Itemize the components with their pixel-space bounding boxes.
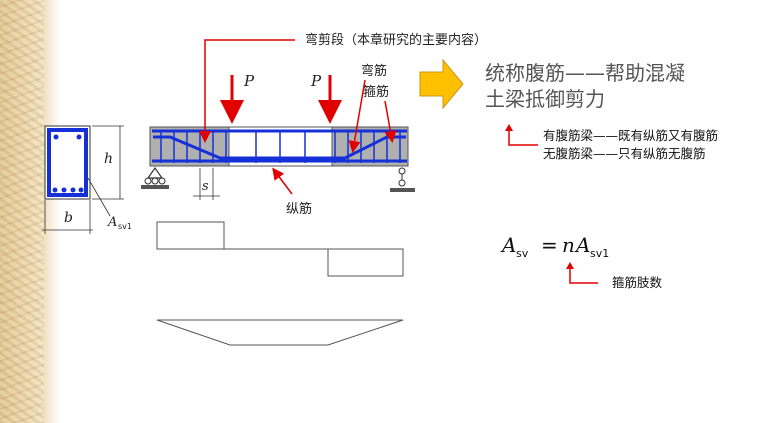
formula-lhs-main: A: [500, 233, 516, 257]
formula-caption: 箍筋肢数: [612, 275, 663, 290]
longitudinal-pointer: [272, 167, 293, 195]
bending-moment-diagram: [156, 319, 404, 346]
parchment-border: [0, 0, 44, 423]
asv1-label-sub: sv1: [118, 222, 132, 231]
summary-line-2: 土梁抵御剪力: [485, 87, 605, 111]
stirrup-section: [47, 128, 88, 197]
parchment-fade: [44, 0, 60, 423]
bent-bar-pointer: [348, 79, 366, 153]
shear-segment-label: 弯剪段（本章研究的主要内容）: [305, 32, 487, 48]
note-with-web: 有腹筋梁——既有纵筋又有腹筋: [543, 128, 718, 143]
callout-arrow: [419, 58, 464, 110]
formula-lhs-sub: sv: [516, 247, 529, 260]
stirrup-label: 箍筋: [363, 84, 389, 100]
shear-force-diagram: [156, 221, 404, 277]
shear-segment-pointer: [199, 39, 295, 143]
cross-section: [42, 125, 124, 234]
formula-rhs-n: n: [562, 233, 575, 257]
formula: A sv = n A sv1: [500, 233, 609, 260]
width-label: b: [64, 210, 73, 226]
formula-bracket: [569, 266, 598, 284]
formula-rhs-main: A: [574, 233, 590, 257]
summary-line-1: 统称腹筋——帮助混凝: [485, 61, 685, 85]
asv1-label-main: A: [107, 215, 117, 230]
bent-bar-label: 弯筋: [361, 63, 387, 79]
note-without-web: 无腹筋梁——只有纵筋无腹筋: [543, 146, 706, 161]
load-label-right: P: [310, 72, 322, 90]
longitudinal-label: 纵筋: [286, 201, 312, 217]
spacing-label: s: [202, 179, 209, 194]
stirrup-pointer: [384, 100, 397, 143]
formula-equals: =: [541, 233, 558, 257]
stirrups: [160, 130, 401, 163]
beam-elevation: [141, 126, 415, 200]
height-label: h: [104, 151, 113, 167]
support-left: [141, 166, 169, 189]
formula-rhs-sub: sv1: [590, 247, 609, 260]
support-right: [390, 167, 415, 192]
notes-bracket: [508, 128, 538, 146]
load-label-left: P: [243, 72, 255, 90]
